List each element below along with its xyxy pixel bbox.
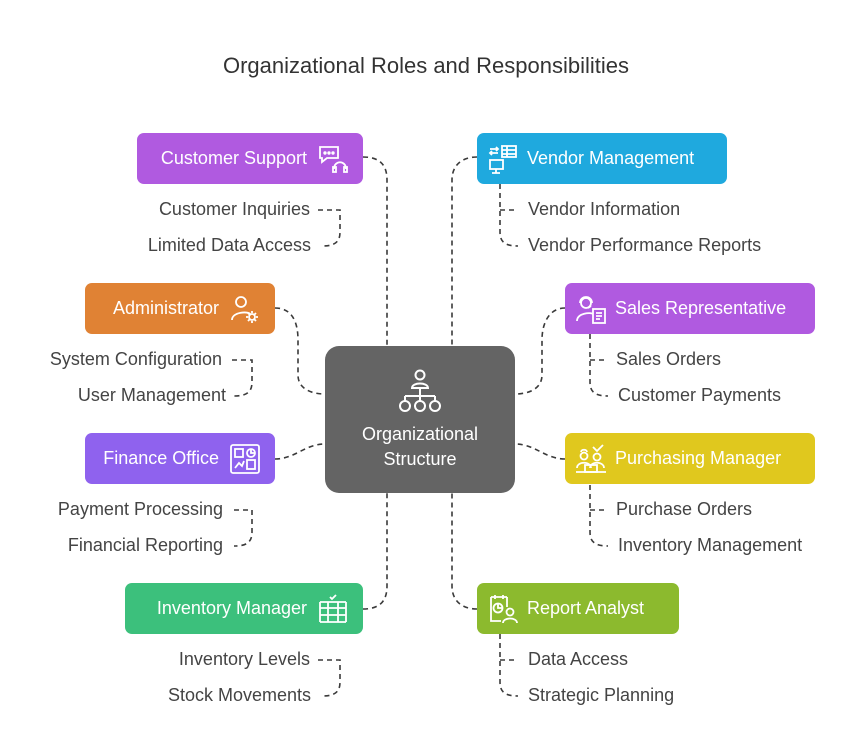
connector-inventory-manager <box>362 493 388 610</box>
role-label: Purchasing Manager <box>615 448 782 468</box>
report-analyst-icon <box>490 594 518 623</box>
item-vendor-information: Vendor Information <box>528 199 681 219</box>
role-purchasing-manager: Purchasing Manager <box>565 433 815 484</box>
item-payment-processing: Payment Processing <box>57 499 223 519</box>
tick-vendor-management <box>499 184 519 247</box>
connector-finance-office <box>274 443 326 460</box>
role-administrator: Administrator <box>85 283 275 334</box>
item-limited-data-access: Limited Data Access <box>147 235 311 255</box>
center-label-line2: Structure <box>383 449 457 469</box>
role-vendor-management: Vendor Management <box>477 133 727 184</box>
role-label: Inventory Manager <box>156 598 307 618</box>
item-stock-movements: Stock Movements <box>167 685 311 705</box>
item-inventory-levels: Inventory Levels <box>178 649 310 669</box>
item-customer-payments: Customer Payments <box>618 385 782 405</box>
item-financial-reporting: Financial Reporting <box>67 535 223 555</box>
connector-sales-representative <box>514 307 566 395</box>
vendor-exchange-icon <box>488 144 517 174</box>
role-finance-office: Finance Office <box>85 433 275 484</box>
user-gear-icon <box>231 295 258 323</box>
tick-sales-representative <box>589 334 609 397</box>
item-purchase-orders: Purchase Orders <box>616 499 753 519</box>
connector-vendor-management <box>451 156 478 346</box>
item-data-access: Data Access <box>528 649 629 669</box>
role-inventory-manager: Inventory Manager <box>125 583 363 634</box>
center-node: Organizational Structure <box>325 346 515 493</box>
center-label-line1: Organizational <box>361 424 479 444</box>
connector-report-analyst <box>451 493 478 610</box>
tick-purchasing-manager <box>589 485 609 547</box>
tick-report-analyst <box>499 634 519 697</box>
tick-customer-support <box>318 209 341 247</box>
role-label: Administrator <box>112 298 219 318</box>
role-label: Finance Office <box>103 448 219 468</box>
tick-finance-office <box>233 509 253 547</box>
finance-dashboard-icon <box>230 443 260 474</box>
diagram-title: Organizational Roles and Responsibilitie… <box>222 53 629 78</box>
purchasing-people-icon <box>576 443 606 473</box>
role-label: Report Analyst <box>527 598 645 618</box>
item-strategic-planning: Strategic Planning <box>528 685 675 705</box>
tick-administrator <box>232 359 253 397</box>
connector-administrator <box>274 307 326 395</box>
role-label: Vendor Management <box>527 148 695 168</box>
item-customer-inquiries: Customer Inquiries <box>158 199 310 219</box>
inventory-shelf-icon <box>319 593 347 623</box>
item-user-management: User Management <box>77 385 226 405</box>
connector-purchasing-manager <box>514 443 566 460</box>
role-report-analyst: Report Analyst <box>477 583 679 634</box>
tick-inventory-manager <box>318 659 341 697</box>
connector-customer-support <box>362 156 388 346</box>
role-customer-support: Customer Support <box>137 133 363 184</box>
sales-headset-icon <box>576 295 606 324</box>
item-vendor-performance-reports: Vendor Performance Reports <box>528 235 762 255</box>
item-system-configuration: System Configuration <box>49 349 222 369</box>
item-inventory-management: Inventory Management <box>618 535 803 555</box>
org-chart-icon <box>399 369 441 412</box>
chat-headset-icon <box>319 145 348 173</box>
role-label: Customer Support <box>160 148 307 168</box>
item-sales-orders: Sales Orders <box>616 349 722 369</box>
role-label: Sales Representative <box>615 298 787 318</box>
role-sales-representative: Sales Representative <box>565 283 815 334</box>
